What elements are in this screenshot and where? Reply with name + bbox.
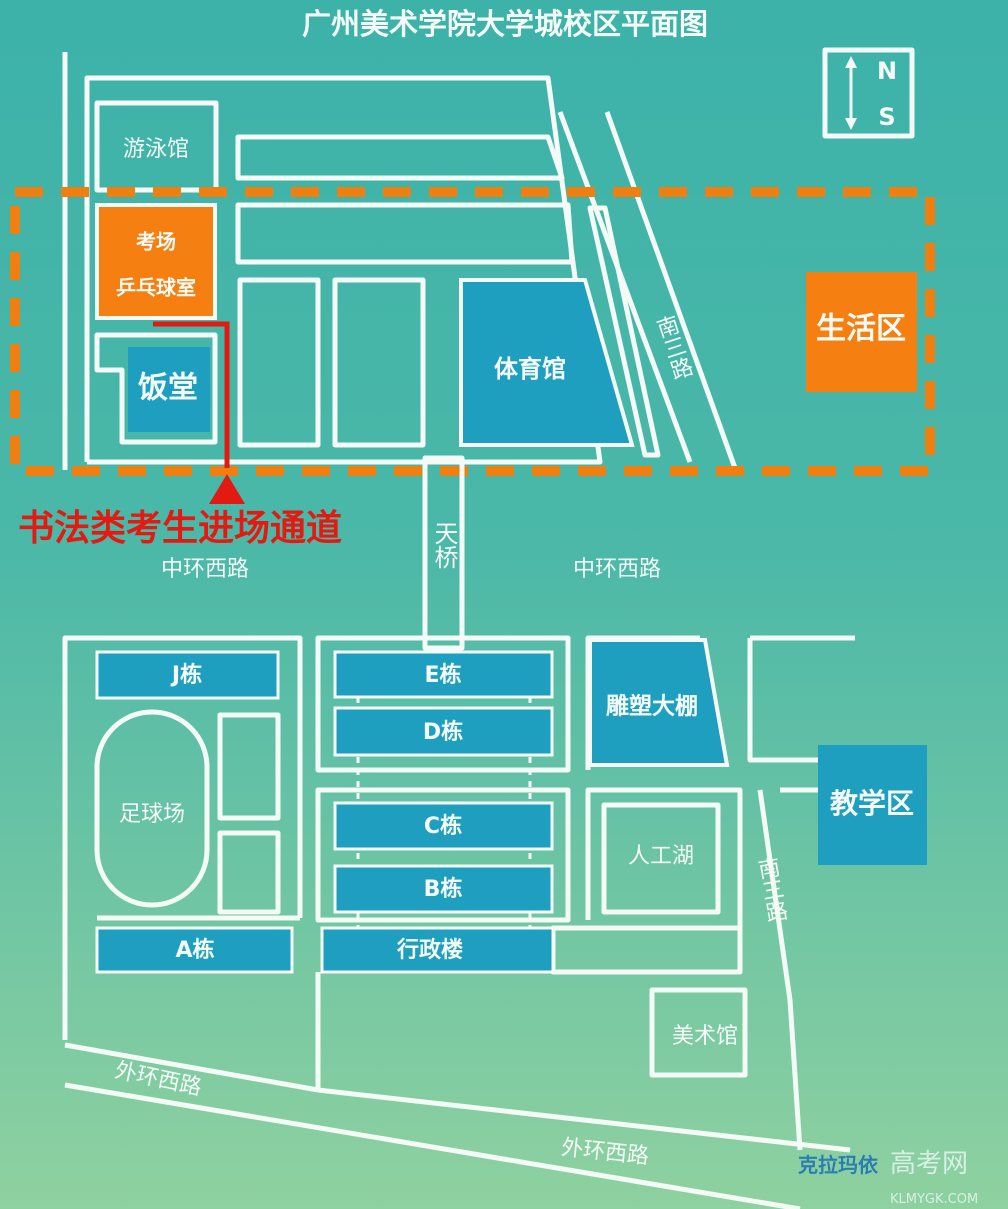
road-middle-west-label-right: 中环西路 xyxy=(573,557,661,582)
living-area-label: 生活区 xyxy=(816,312,906,347)
living-area xyxy=(806,272,917,392)
art-museum-label: 美术馆 xyxy=(672,1024,738,1049)
canteen-label: 饭堂 xyxy=(138,371,198,406)
watermark-brand: 克拉玛依 xyxy=(798,1153,879,1177)
building-b xyxy=(333,864,554,914)
exam-venue-label: 考场 xyxy=(136,230,176,254)
watermark-logo: 克拉玛依 高考网 KLMYGK.COM xyxy=(798,1149,978,1207)
road-middle-west-label: 中环西路 xyxy=(161,557,249,582)
south-campus-outlines xyxy=(62,635,855,1209)
building-d xyxy=(333,706,554,757)
artificial-lake-label: 人工湖 xyxy=(628,844,694,869)
watermark-site: 高考网 xyxy=(890,1149,968,1179)
gymnasium-label: 体育馆 xyxy=(494,355,566,383)
artificial-lake xyxy=(601,802,721,915)
building-c-label: C栋 xyxy=(424,813,462,839)
teaching-area-label: 教学区 xyxy=(830,787,914,820)
building-b-label: B栋 xyxy=(424,876,463,902)
compass-icon: N S xyxy=(822,47,915,139)
football-field-label: 足球场 xyxy=(119,802,185,827)
sculpture-shed-label: 雕塑大棚 xyxy=(606,693,698,720)
gymnasium xyxy=(459,278,635,447)
admin-building-label: 行政楼 xyxy=(396,937,463,963)
exam-venue-sublabel: 乒乓球室 xyxy=(116,276,196,300)
teaching-area xyxy=(818,745,927,865)
building-a xyxy=(95,926,294,974)
building-e-label: E栋 xyxy=(424,662,461,688)
football-field xyxy=(94,709,210,908)
art-museum xyxy=(649,987,748,1078)
exam-venue: 考场 乒乓球室 xyxy=(95,203,217,320)
admin-building xyxy=(320,926,555,974)
swimming-hall-label: 游泳馆 xyxy=(123,137,189,162)
building-c xyxy=(333,801,554,851)
north-campus-outlines xyxy=(62,52,738,470)
sculpture-shed xyxy=(588,638,730,767)
footbridge-label: 天桥 xyxy=(430,521,458,569)
building-j xyxy=(95,650,280,700)
building-e xyxy=(333,650,554,699)
map-title: 广州美术学院大学城校区平面图 xyxy=(302,7,708,41)
building-a-label: A栋 xyxy=(175,937,214,963)
compass-north: N xyxy=(877,57,897,85)
entry-arrow-icon xyxy=(209,474,245,504)
compass-south: S xyxy=(878,103,895,131)
canteen xyxy=(128,347,210,432)
entry-route-line xyxy=(153,321,230,468)
building-d-label: D栋 xyxy=(423,719,463,745)
footbridge xyxy=(422,455,465,651)
building-j-label: J栋 xyxy=(170,662,202,688)
watermark-url: KLMYGK.COM xyxy=(890,1192,978,1207)
entry-route-label: 书法类考生进场通道 xyxy=(18,508,342,549)
